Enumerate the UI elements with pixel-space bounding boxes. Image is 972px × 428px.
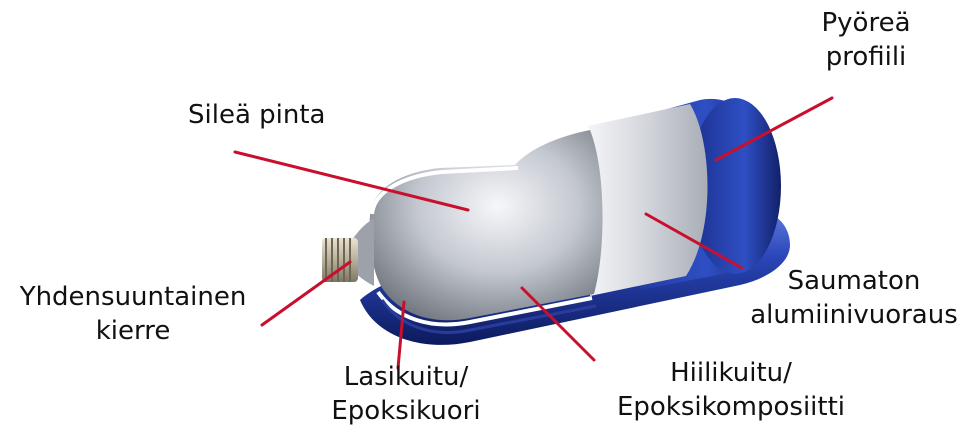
threaded-valve	[322, 238, 358, 282]
label-round-profile-line2: profiili	[791, 40, 941, 74]
label-smooth-surface: Sileä pinta	[188, 98, 325, 132]
liner-interior	[370, 130, 603, 320]
label-carbon-fiber-line1: Hiilikuitu/	[588, 356, 874, 390]
label-parallel-thread-line2: kierre	[2, 314, 264, 348]
label-glass-fiber-line2: Epoksikuori	[318, 394, 494, 428]
label-seamless-liner-line2: alumiinivuoraus	[738, 298, 970, 332]
aluminium-liner-band	[588, 104, 708, 296]
label-round-profile: Pyöreä profiili	[791, 6, 941, 74]
label-carbon-fiber: Hiilikuitu/ Epoksikomposiitti	[588, 356, 874, 424]
label-glass-fiber-line1: Lasikuitu/	[318, 360, 494, 394]
label-round-profile-line1: Pyöreä	[791, 6, 941, 40]
label-parallel-thread-line1: Yhdensuuntainen	[2, 280, 264, 314]
leader-parallel-thread	[262, 262, 350, 325]
label-seamless-liner: Saumaton alumiinivuoraus	[738, 264, 970, 332]
label-parallel-thread: Yhdensuuntainen kierre	[2, 280, 264, 348]
label-carbon-fiber-line2: Epoksikomposiitti	[588, 390, 874, 424]
label-glass-fiber: Lasikuitu/ Epoksikuori	[318, 360, 494, 428]
label-seamless-liner-line1: Saumaton	[738, 264, 970, 298]
